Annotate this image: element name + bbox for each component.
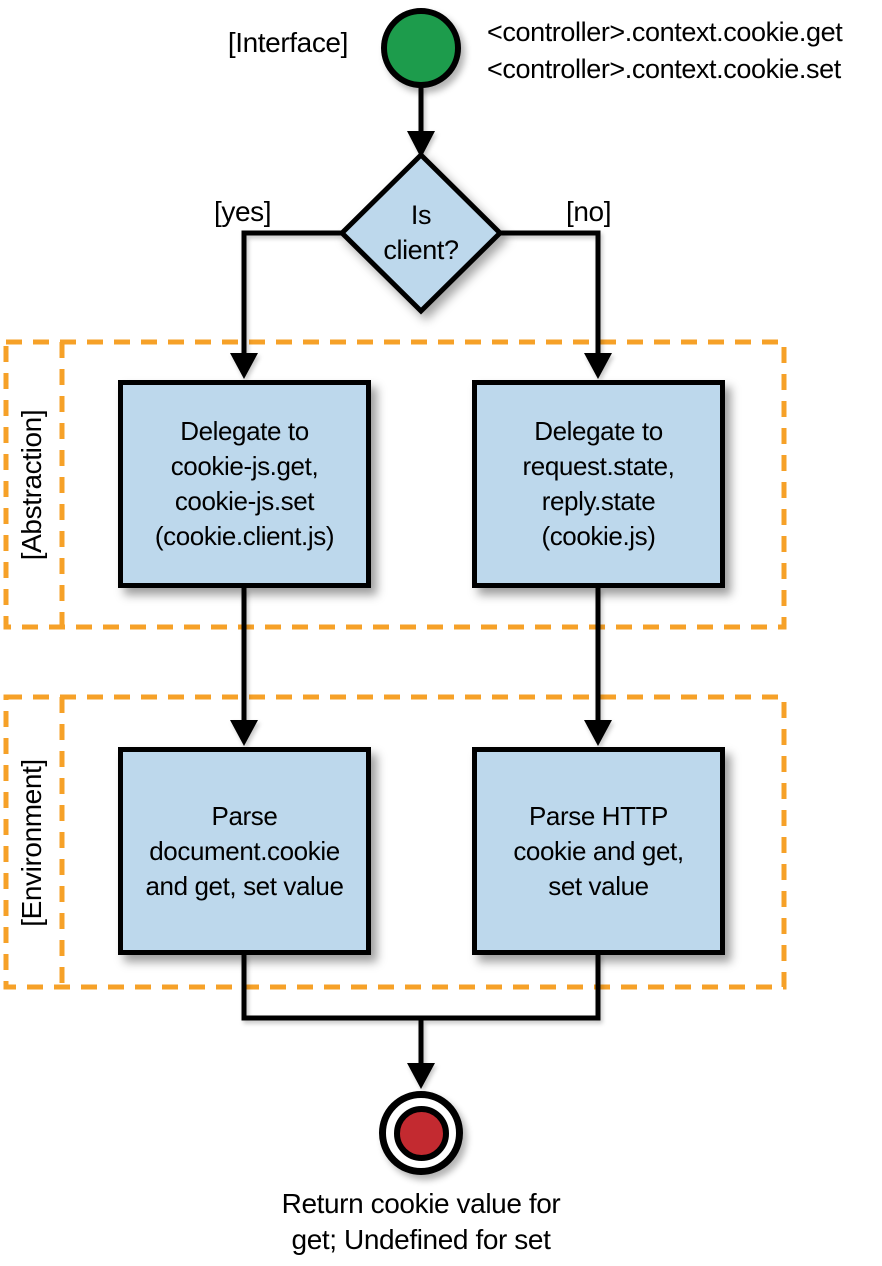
end-caption: Return cookie value for get; Undefined f… — [281, 1188, 561, 1255]
arrowhead-yes-into-delegate — [230, 353, 258, 379]
end-node — [379, 1091, 463, 1175]
branch-no-label: [no] — [566, 196, 612, 227]
abstraction-lane-label: [Abstraction] — [16, 409, 47, 561]
abstraction-lane-frame — [3, 339, 787, 630]
arrowhead-into-end — [407, 1063, 435, 1089]
branch-yes-label: [yes] — [214, 196, 272, 227]
connector-no-branch — [498, 230, 601, 355]
interface-label: [Interface] — [227, 27, 349, 58]
node-parse-http-cookie: Parse HTTP cookie and get, set value — [472, 747, 725, 955]
environment-lane-label: [Environment] — [16, 759, 47, 927]
arrowhead-into-decision — [407, 131, 435, 158]
api-call-labels: <controller>.context.cookie.get <control… — [487, 17, 843, 84]
arrowhead-no-into-delegate — [584, 353, 612, 379]
decision-diamond — [338, 151, 504, 315]
node-delegate-request-state: Delegate to request.state, reply.state (… — [472, 380, 725, 588]
start-node — [381, 8, 461, 88]
node-delegate-cookie-js: Delegate to cookie-js.get, cookie-js.set… — [118, 380, 371, 588]
end-node-inner-circle — [393, 1105, 449, 1161]
connector-yes-branch — [241, 230, 344, 355]
decision-label: Is client? — [383, 200, 459, 265]
arrowhead-into-parse-client — [230, 720, 258, 746]
arrowhead-into-parse-server — [584, 720, 612, 746]
environment-lane-frame — [3, 694, 787, 990]
node-parse-document-cookie: Parse document.cookie and get, set value — [118, 747, 371, 955]
